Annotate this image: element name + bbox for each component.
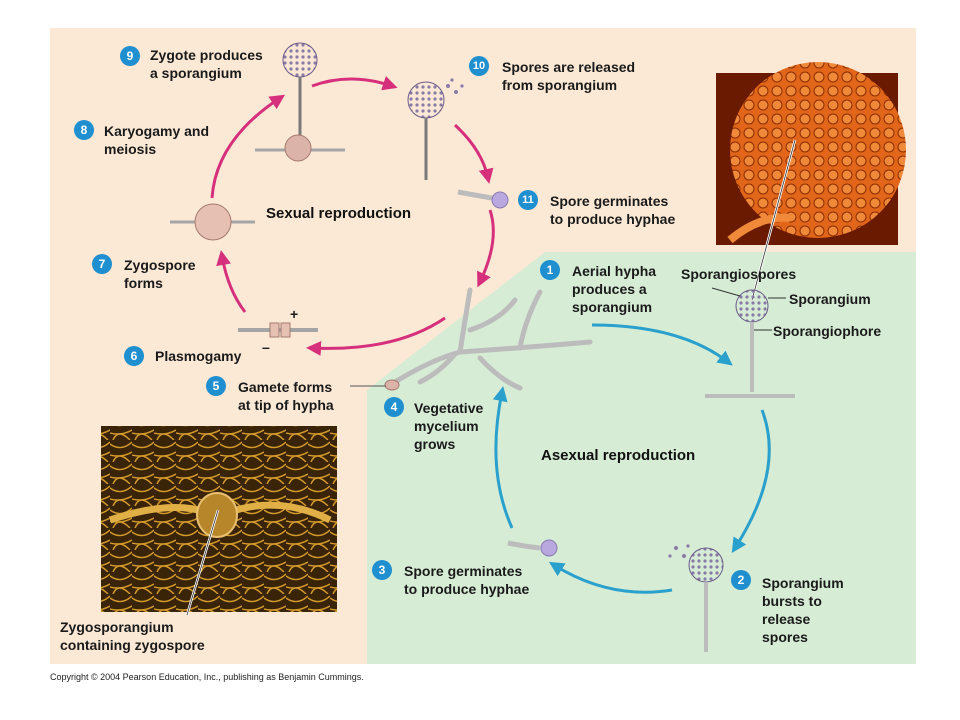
step-label-9: Zygote produces a sporangium xyxy=(150,47,263,81)
minus-sign: – xyxy=(262,339,270,355)
sporangium-label: Sporangium xyxy=(789,291,871,307)
asexual-arrow-3-4 xyxy=(492,386,514,529)
sexual-arrow-mycelium-6 xyxy=(306,316,446,356)
step-label-6: Plasmogamy xyxy=(155,348,242,364)
asexual-reproduction-title: Asexual reproduction xyxy=(541,447,696,464)
step-label-7: Zygospore forms xyxy=(124,257,196,291)
step-label-2: Sporangium bursts to release spores xyxy=(762,575,844,645)
asexual-arrow-1-2 xyxy=(591,323,733,366)
step-label-5: Gamete forms at tip of hypha xyxy=(238,379,334,413)
step-label-10: Spores are released from sporangium xyxy=(502,59,636,93)
step-badge-2: 2 xyxy=(731,570,751,590)
step-badge-4: 4 xyxy=(384,397,404,417)
step-label-8: Karyogamy and meiosis xyxy=(104,123,210,157)
plus-sign: + xyxy=(290,306,299,322)
sexual-arrow-11-mycelium xyxy=(477,209,495,288)
vegetative-mycelium xyxy=(387,287,593,391)
step-badge-5: 5 xyxy=(206,376,226,396)
sexual-arrow-9-10 xyxy=(311,76,398,91)
step-badge-1: 1 xyxy=(540,260,560,280)
step-badge-3: 3 xyxy=(372,560,392,580)
copyright-notice: Copyright © 2004 Pearson Education, Inc.… xyxy=(50,672,364,682)
step-badge-8: 8 xyxy=(74,120,94,140)
asexual-background xyxy=(367,252,916,664)
step-badge-6: 6 xyxy=(124,346,144,366)
step-label-4: Vegetative mycelium grows xyxy=(414,400,484,452)
sexual-arrow-6-7 xyxy=(216,250,247,313)
step-badge-7: 7 xyxy=(92,254,112,274)
step-label-3: Spore germinates to produce hyphae xyxy=(404,563,530,597)
micrograph-caption: Zygosporangium containing zygospore xyxy=(60,619,205,653)
step-label-11: Spore germinates to produce hyphae xyxy=(550,193,676,227)
asexual-arrow-sporangiophore-2 xyxy=(731,409,771,554)
step-badge-10: 10 xyxy=(469,56,489,76)
sporangiospores-label: Sporangiospores xyxy=(681,266,797,282)
sporangiophore-label: Sporangiophore xyxy=(773,323,882,339)
asexual-arrow-2-3 xyxy=(548,561,673,594)
sexual-reproduction-title: Sexual reproduction xyxy=(266,205,412,222)
step-badge-11: 11 xyxy=(518,190,538,210)
step-badge-9: 9 xyxy=(120,46,140,66)
step-label-1: Aerial hypha produces a sporangium xyxy=(572,263,657,315)
sexual-arrow-10-11 xyxy=(453,123,494,184)
sexual-arrow-7-8 xyxy=(210,94,286,199)
